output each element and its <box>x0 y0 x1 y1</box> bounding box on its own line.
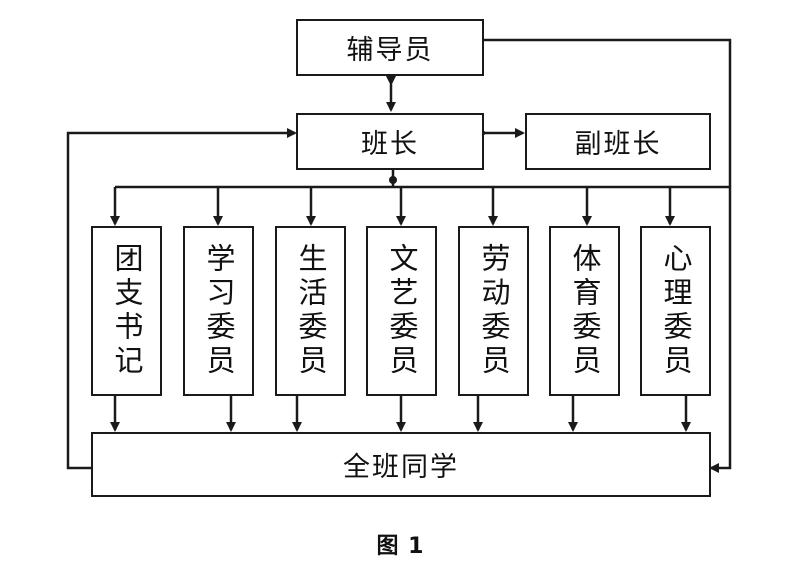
counselor-box: 辅导员 <box>296 19 484 76</box>
all-students-label: 全班同学 <box>343 452 459 483</box>
committee-box-arts: 文艺委员 <box>366 226 437 396</box>
committee-label: 团支书记 <box>110 243 144 379</box>
committee-box-youth-league-secretary: 团支书记 <box>91 226 162 396</box>
committee-label: 学习委员 <box>202 243 236 379</box>
committee-box-labor: 劳动委员 <box>458 226 529 396</box>
committee-label: 劳动委员 <box>477 243 511 379</box>
committee-label: 体育委员 <box>568 243 602 379</box>
committee-box-sports: 体育委员 <box>549 226 620 396</box>
committee-label: 心理委员 <box>659 243 693 379</box>
vice-monitor-label: 副班长 <box>574 129 662 160</box>
junction-dot <box>389 176 397 184</box>
counselor-label: 辅导员 <box>346 35 434 66</box>
committee-box-life: 生活委员 <box>275 226 346 396</box>
monitor-label: 班长 <box>361 129 419 160</box>
students-monitor-loop <box>66 128 297 473</box>
committee-box-study: 学习委员 <box>183 226 254 396</box>
committee-label: 文艺委员 <box>385 243 419 379</box>
vice-monitor-box: 副班长 <box>525 113 711 170</box>
figure-caption: 图 1 <box>376 534 425 559</box>
committee-box-psychology: 心理委员 <box>640 226 711 396</box>
counselor-students-loop <box>477 35 732 473</box>
all-students-box: 全班同学 <box>91 432 711 497</box>
monitor-box: 班长 <box>296 113 484 170</box>
committee-label: 生活委员 <box>294 243 328 379</box>
